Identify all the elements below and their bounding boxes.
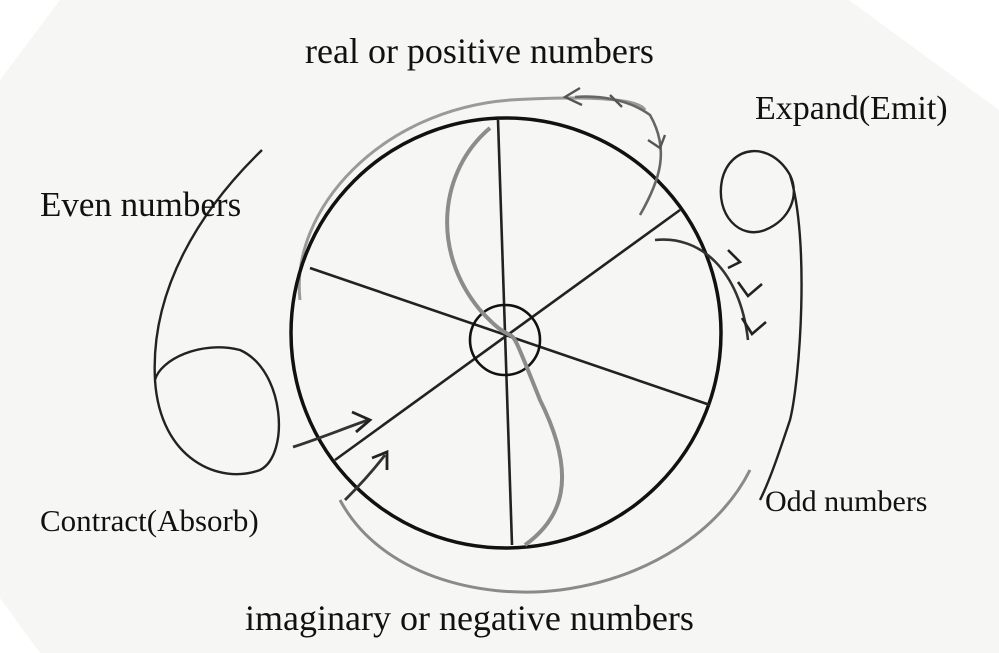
label-imaginary-negative: imaginary or negative numbers: [245, 597, 694, 639]
label-even-numbers: Even numbers: [40, 185, 241, 225]
label-odd-numbers: Odd numbers: [765, 485, 927, 519]
outer-pencil-ring: [299, 98, 645, 300]
top-arrow: [575, 97, 661, 215]
wheel-spokes: [310, 120, 710, 545]
right-arrowheads: [728, 250, 766, 334]
label-expand-emit: Expand(Emit): [755, 90, 948, 128]
outer-pencil-ring-bottom: [340, 470, 750, 592]
label-contract-absorb: Contract(Absorb): [40, 503, 259, 539]
label-real-positive: real or positive numbers: [305, 30, 654, 72]
